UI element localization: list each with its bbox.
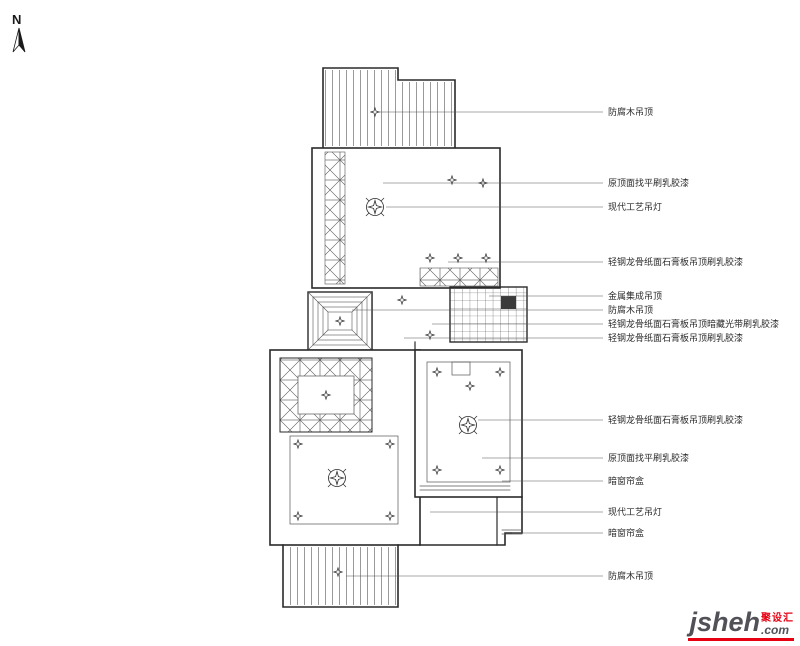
chandelier-icon (365, 197, 385, 217)
annotation-label: 原顶面找平刷乳胶漆 (608, 452, 689, 463)
logo-latin: jsheh (689, 607, 760, 637)
logo-tld: .com (761, 623, 790, 637)
hallway-walls (371, 291, 416, 351)
leader-lines (346, 111, 603, 577)
room-living (269, 349, 421, 546)
jsheh-logo[interactable]: jsheh 聚设汇 .com (688, 609, 794, 641)
xhatch-strip-bottom (419, 267, 499, 287)
chandelier-icon (458, 415, 478, 435)
annotation-labels: 防腐木吊顶 原顶面找平刷乳胶漆 现代工艺吊灯 轻钢龙骨纸面石膏板吊顶刷乳胶漆 金… (608, 106, 779, 581)
annotation-label: 轻钢龙骨纸面石膏板吊顶刷乳胶漆 (608, 256, 743, 267)
annotation-label: 暗窗帘盒 (608, 475, 644, 486)
xhatch-frame (279, 357, 373, 433)
exhaust-fan-symbol (501, 296, 516, 309)
logo-underline-bar (688, 638, 794, 641)
dropped-ceiling-border (289, 435, 399, 525)
annotation-label: 防腐木吊顶 (608, 106, 653, 117)
room-balcony-top (322, 67, 456, 149)
annotation-label: 金属集成吊顶 (608, 290, 662, 301)
annotation-label: 防腐木吊顶 (608, 570, 653, 581)
annotation-label: 防腐木吊顶 (608, 304, 653, 315)
room-bathroom-grid (449, 286, 528, 343)
curtain-box-lines-2 (501, 529, 523, 535)
logo-brand-cjk: 聚设汇 (761, 613, 794, 624)
curtain-box-lines (419, 485, 511, 491)
chandelier-icon (327, 468, 347, 488)
compass-needle-left (12, 27, 20, 53)
annotation-label: 轻钢龙骨纸面石膏板吊顶暗藏光带刷乳胶漆 (608, 318, 779, 329)
annotation-label: 原顶面找平刷乳胶漆 (608, 177, 689, 188)
room-upper-bedroom (311, 147, 501, 289)
annotation-label: 轻钢龙骨纸面石膏板吊顶刷乳胶漆 (608, 414, 743, 425)
north-label: N (12, 12, 21, 27)
north-arrow: N (12, 12, 26, 53)
annotation-label: 轻钢龙骨纸面石膏板吊顶刷乳胶漆 (608, 332, 743, 343)
closet-area (419, 496, 523, 546)
xhatch-strip-left (324, 151, 346, 285)
beam-box (451, 361, 471, 376)
compass-needle-right (18, 27, 26, 53)
annotation-label: 暗窗帘盒 (608, 527, 644, 538)
floor-plan (269, 67, 528, 608)
annotation-label: 现代工艺吊灯 (608, 202, 662, 212)
annotation-label: 现代工艺吊灯 (608, 507, 662, 517)
